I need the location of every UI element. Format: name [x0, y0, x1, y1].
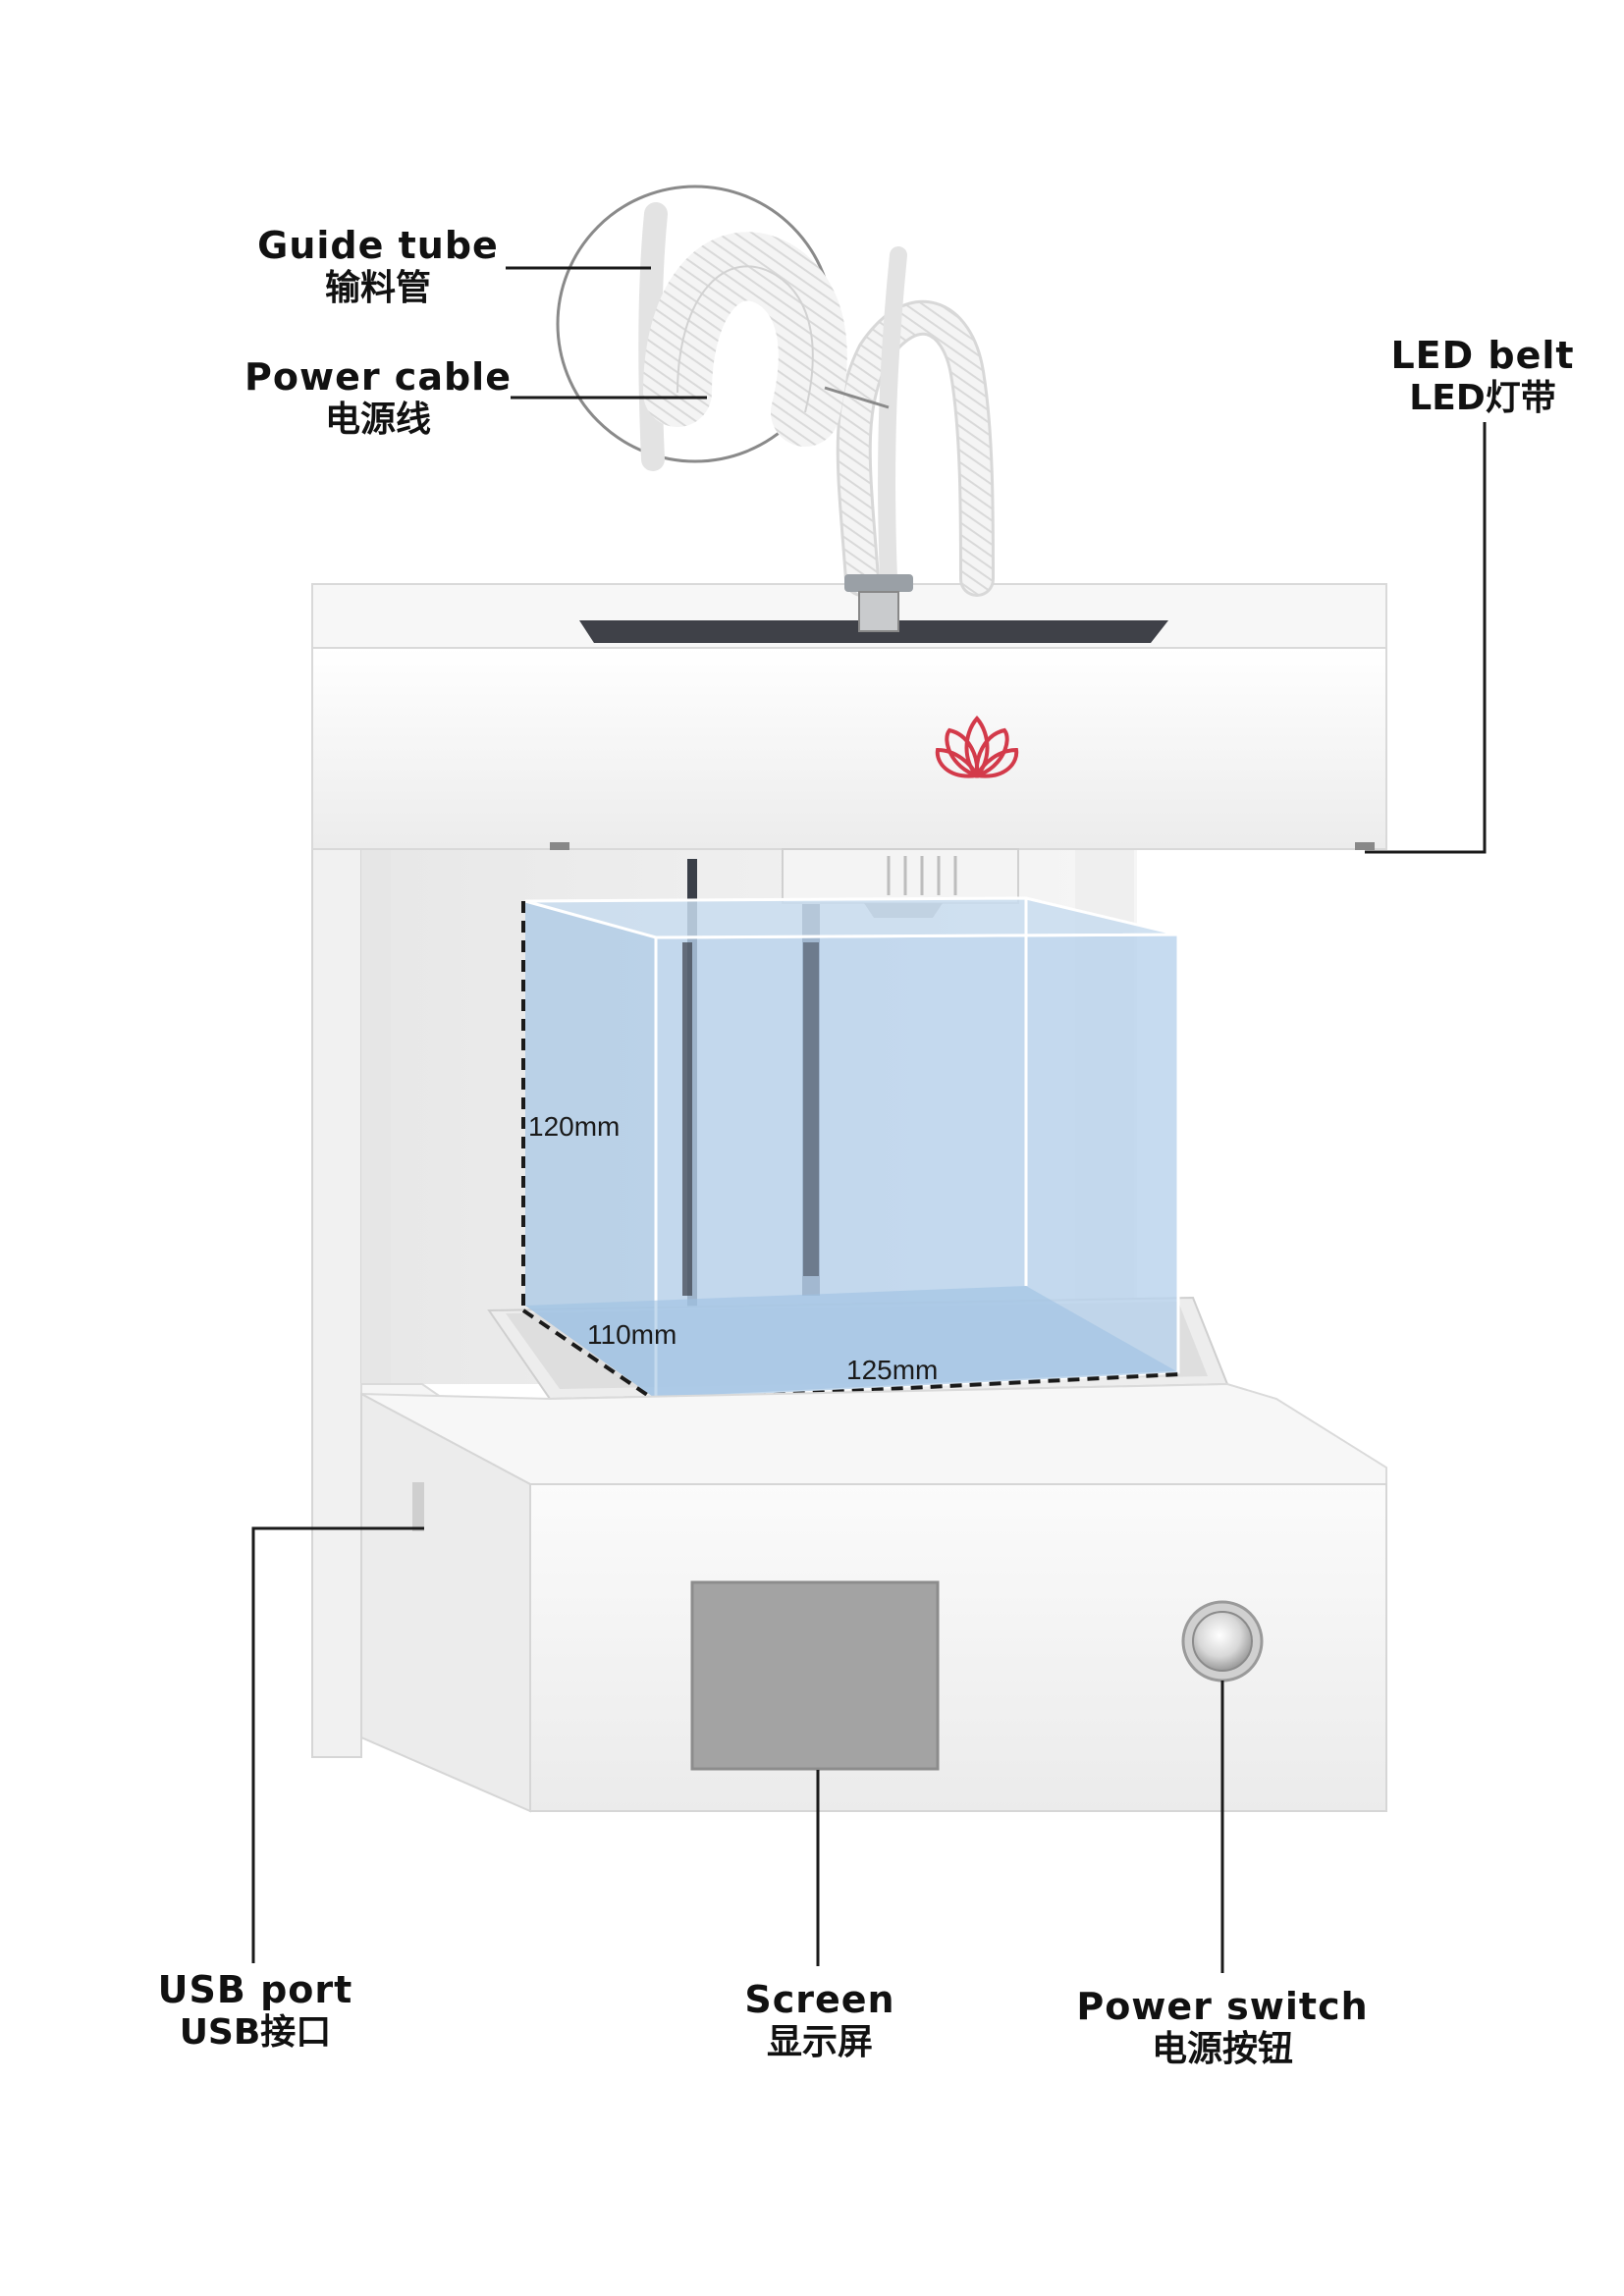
- label-power-switch: Power switch 电源按钮: [1065, 1985, 1380, 2070]
- label-power-switch-en: Power switch: [1076, 1985, 1369, 2028]
- label-guide-tube: Guide tube 输料管: [245, 224, 511, 309]
- label-led-belt: LED belt LED灯带: [1375, 334, 1591, 419]
- display-screen[interactable]: [690, 1580, 940, 1771]
- printer-base: [360, 1382, 1387, 1813]
- label-screen: Screen 显示屏: [707, 1978, 933, 2063]
- label-led-belt-zh: LED灯带: [1409, 377, 1556, 418]
- label-power-cable-en: Power cable: [244, 355, 512, 399]
- label-usb-port-zh: USB接口: [179, 2011, 332, 2053]
- dimension-width-label: 125mm: [846, 1355, 939, 1385]
- dimension-depth-label: 110mm: [587, 1319, 677, 1350]
- leader-lines: [251, 266, 1487, 1973]
- label-power-cable: Power cable 电源线: [241, 355, 515, 441]
- label-guide-tube-zh: 输料管: [324, 267, 431, 308]
- print-head: [782, 848, 1019, 918]
- label-led-belt-en: LED belt: [1390, 334, 1575, 377]
- label-power-switch-zh: 电源按钮: [1151, 2028, 1293, 2069]
- label-power-cable-zh: 电源线: [324, 399, 431, 440]
- lotus-logo-icon: [935, 715, 1019, 778]
- zoom-detail-circle: [556, 185, 890, 471]
- label-guide-tube-en: Guide tube: [257, 224, 499, 267]
- dimension-height-label: 120mm: [528, 1111, 621, 1142]
- label-usb-port-en: USB port: [157, 1968, 353, 2011]
- power-switch-button[interactable]: [1181, 1600, 1264, 1682]
- label-usb-port: USB port USB接口: [137, 1968, 373, 2054]
- top-housing: [311, 583, 1387, 850]
- build-volume: [524, 896, 1180, 1401]
- guide-tube-and-power-cable: [836, 246, 995, 632]
- label-screen-zh: 显示屏: [766, 2021, 873, 2062]
- label-screen-en: Screen: [744, 1978, 895, 2021]
